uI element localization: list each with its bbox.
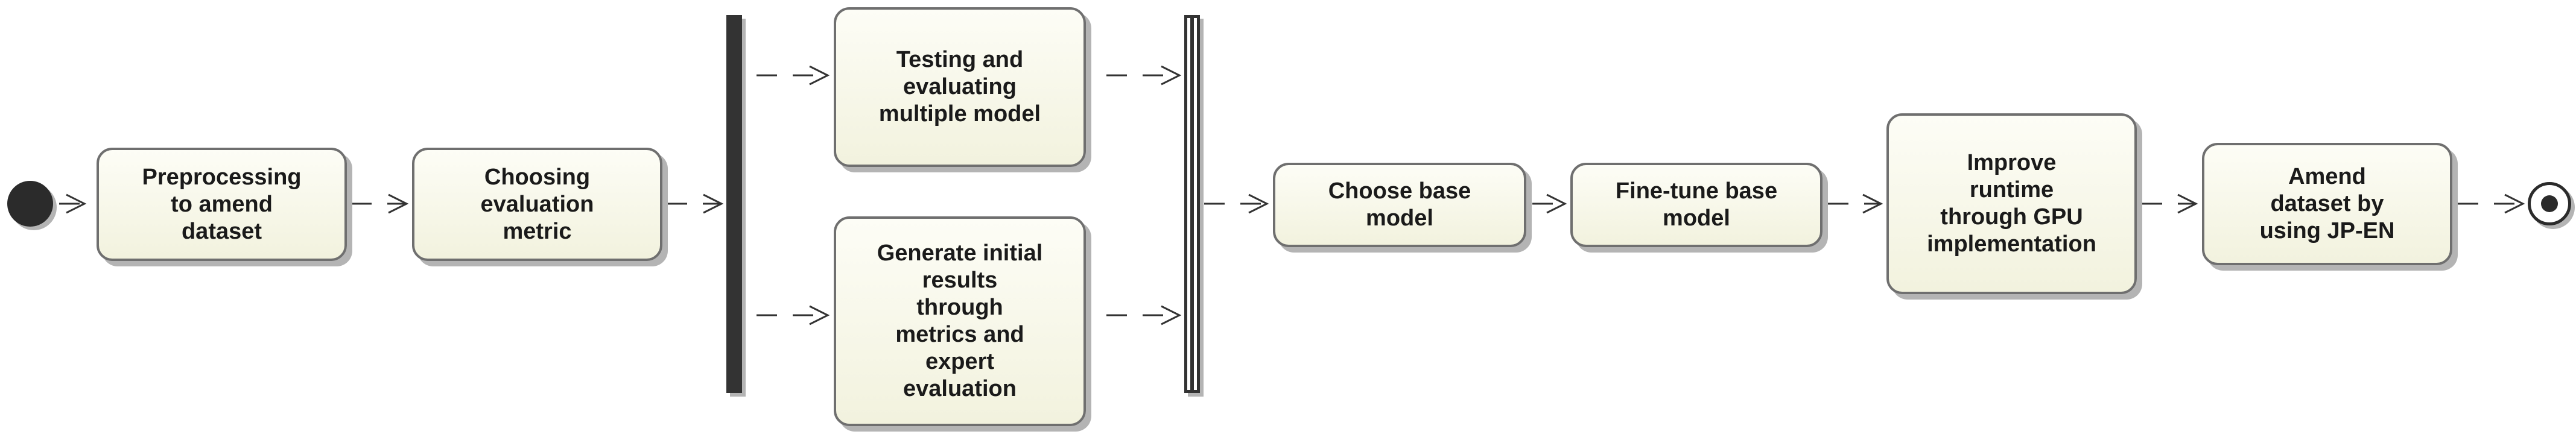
node-generate-results: Generate initial results through metrics…: [834, 216, 1086, 426]
edge-metric-to-fork: [667, 193, 724, 214]
node-choose-base-label: Choose base model: [1328, 178, 1471, 231]
edge-preprocessing-to-metric: [351, 193, 409, 214]
node-improve-runtime-label: Improve runtime through GPU implementati…: [1927, 150, 2096, 257]
edge-fine-tune-to-improve-arrowhead: [1862, 193, 1883, 214]
node-choosing-metric-label: Choosing evaluation metric: [480, 164, 594, 244]
edge-fork-to-generate: [757, 305, 830, 325]
edge-choose-base-to-fine-tune-arrowhead: [1546, 193, 1567, 214]
node-generate-results-label: Generate initial results through metrics…: [877, 240, 1043, 401]
edge-generate-to-join: [1106, 305, 1182, 325]
node-preprocessing-label: Preprocessing to amend dataset: [142, 164, 302, 244]
node-fine-tune-label: Fine-tune base model: [1615, 178, 1778, 231]
edge-amend-to-final: [2458, 193, 2525, 214]
edge-testing-to-join: [1106, 65, 1182, 86]
edge-start-to-preprocessing-arrowhead: [66, 193, 87, 214]
edge-amend-to-final-arrowhead: [2504, 193, 2525, 214]
node-amend-dataset: Amend dataset by using JP-EN: [2202, 143, 2452, 265]
edge-start-to-preprocessing: [59, 193, 87, 214]
final-node: [2528, 182, 2571, 225]
edge-join-to-choose-base-arrowhead: [1248, 193, 1269, 214]
edge-preprocessing-to-metric-arrowhead: [388, 193, 409, 214]
edge-testing-to-join-arrowhead: [1161, 65, 1182, 86]
edge-choose-base-to-fine-tune: [1532, 193, 1567, 214]
node-choosing-metric: Choosing evaluation metric: [412, 148, 662, 261]
node-fine-tune: Fine-tune base model: [1570, 163, 1823, 247]
node-improve-runtime: Improve runtime through GPU implementati…: [1886, 113, 2137, 294]
join-bar-inner-line: [1190, 18, 1194, 390]
edge-improve-to-amend-arrowhead: [2177, 193, 2198, 214]
final-node-dot: [2541, 195, 2558, 212]
edge-fork-to-testing-arrowhead: [809, 65, 830, 86]
node-testing-models-label: Testing and evaluating multiple model: [878, 47, 1041, 127]
edge-generate-to-join-arrowhead: [1161, 305, 1182, 325]
edge-metric-to-fork-arrowhead: [703, 193, 724, 214]
edge-fine-tune-to-improve: [1828, 193, 1883, 214]
join-bar: [1184, 15, 1200, 393]
edge-improve-to-amend: [2142, 193, 2198, 214]
fork-bar: [726, 15, 742, 393]
initial-node: [7, 181, 53, 227]
node-choose-base: Choose base model: [1273, 163, 1526, 247]
node-preprocessing: Preprocessing to amend dataset: [97, 148, 347, 261]
node-testing-models: Testing and evaluating multiple model: [834, 7, 1086, 167]
edge-fork-to-generate-arrowhead: [809, 305, 830, 325]
edge-fork-to-testing: [757, 65, 830, 86]
edge-join-to-choose-base: [1204, 193, 1269, 214]
node-amend-dataset-label: Amend dataset by using JP-EN: [2259, 164, 2395, 243]
